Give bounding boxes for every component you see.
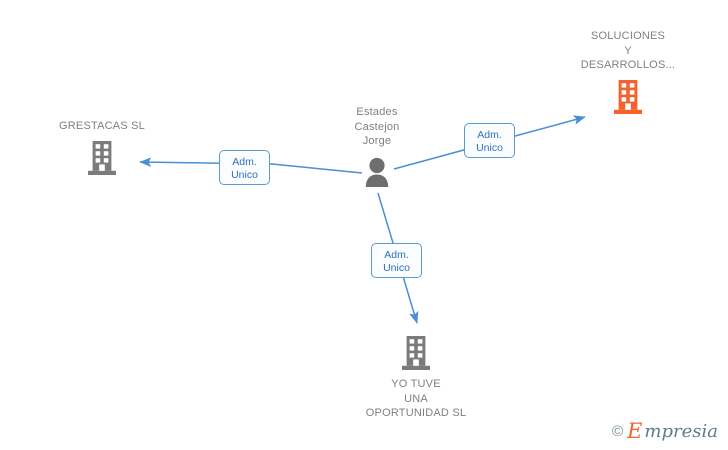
node-person-estades-castejon-jorge[interactable]: Estades Castejon Jorge xyxy=(312,105,442,187)
person-icon xyxy=(365,157,389,187)
watermark-empresia: © E mpresia xyxy=(612,421,718,442)
building-icon xyxy=(402,336,430,370)
node-company-soluciones-label: SOLUCIONES Y DESARROLLOS... xyxy=(580,30,676,71)
edge-line-grestacas xyxy=(139,157,363,174)
building-icon xyxy=(88,140,116,175)
node-company-soluciones-y-desarrollos[interactable]: SOLUCIONES Y DESARROLLOS... xyxy=(548,29,708,114)
edge-label-grestacas[interactable]: Adm. Unico xyxy=(219,150,270,185)
building-icon-highlighted xyxy=(614,79,642,114)
node-company-yo-tuve-una-oportunidad[interactable]: YO TUVE UNA OPORTUNIDAD SL xyxy=(346,336,486,421)
watermark-brand-name: mpresia xyxy=(644,420,718,442)
node-company-grestacas-label: GRESTACAS SL xyxy=(59,120,145,132)
node-company-grestacas[interactable]: GRESTACAS SL xyxy=(37,119,167,175)
watermark-brand-initial: E xyxy=(627,419,643,443)
node-person-label: Estades Castejon Jorge xyxy=(354,106,400,147)
copyright-icon: © xyxy=(612,423,624,440)
edge-label-yotuve[interactable]: Adm. Unico xyxy=(371,243,422,278)
node-company-yotuve-label: YO TUVE UNA OPORTUNIDAD SL xyxy=(365,378,467,419)
edge-label-soluciones[interactable]: Adm. Unico xyxy=(464,123,515,158)
